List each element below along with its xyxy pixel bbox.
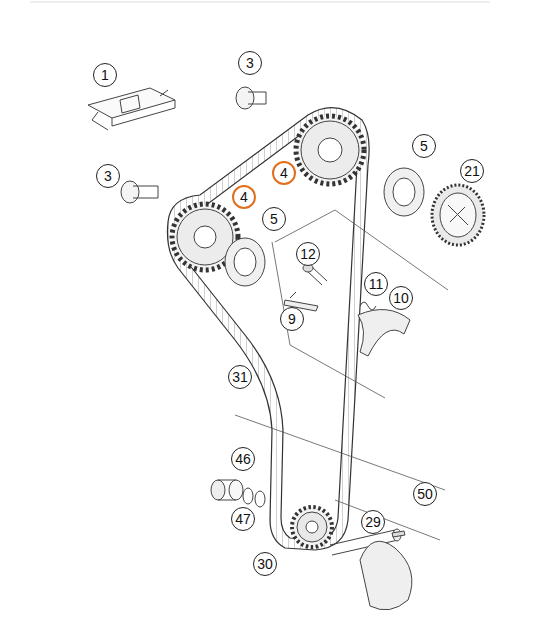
callout-text: 21 bbox=[464, 164, 480, 178]
callout-text: 1 bbox=[101, 68, 109, 82]
callout-number: 3 bbox=[238, 51, 262, 75]
callout-text: 9 bbox=[288, 312, 296, 326]
callout-number: 11 bbox=[364, 272, 388, 296]
callout-number: 5 bbox=[412, 134, 436, 158]
callout-number: 10 bbox=[389, 286, 413, 310]
callout-text: 10 bbox=[393, 291, 409, 305]
callout-text: 4 bbox=[240, 190, 248, 204]
callout-number: 46 bbox=[231, 447, 255, 471]
callout-number: 50 bbox=[413, 482, 437, 506]
callout-text: 4 bbox=[280, 166, 288, 180]
callout-text: 46 bbox=[235, 452, 251, 466]
callout-number: 31 bbox=[228, 365, 252, 389]
callout-number: 12 bbox=[296, 242, 320, 266]
callout-number: 30 bbox=[253, 552, 277, 576]
callout-number: 29 bbox=[361, 510, 385, 534]
callout-text: 3 bbox=[104, 169, 112, 183]
callout-number: 21 bbox=[460, 159, 484, 183]
callout-text: 31 bbox=[232, 370, 248, 384]
callout-text: 11 bbox=[369, 277, 384, 291]
callout-number: 4 bbox=[232, 185, 256, 209]
callout-text: 3 bbox=[246, 56, 254, 70]
callout-text: 47 bbox=[235, 512, 251, 526]
callout-text: 50 bbox=[417, 487, 433, 501]
callout-number: 1 bbox=[93, 63, 117, 87]
callout-number: 3 bbox=[96, 164, 120, 188]
callout-number: 5 bbox=[262, 207, 286, 231]
callout-text: 29 bbox=[365, 515, 381, 529]
callout-text: 5 bbox=[420, 139, 428, 153]
callout-number: 9 bbox=[280, 307, 304, 331]
callout-text: 30 bbox=[257, 557, 273, 571]
callout-text: 12 bbox=[300, 247, 316, 261]
callout-text: 5 bbox=[270, 212, 278, 226]
callout-number: 47 bbox=[231, 507, 255, 531]
callout-number: 4 bbox=[272, 161, 296, 185]
